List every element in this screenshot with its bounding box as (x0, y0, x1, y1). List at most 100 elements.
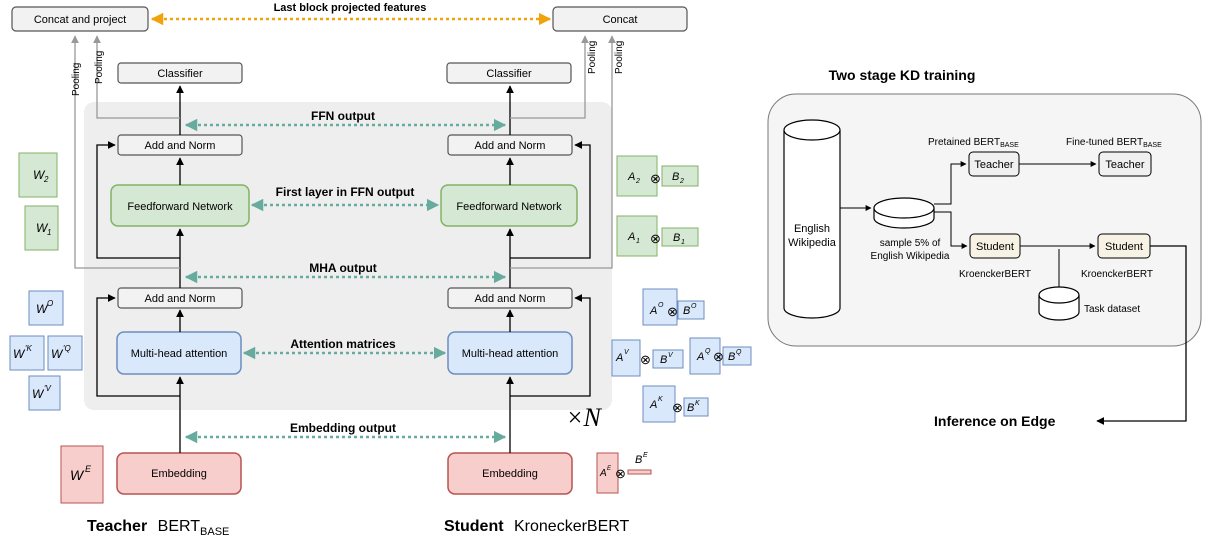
ak-factor (642, 385, 676, 423)
svg-text:B: B (683, 305, 690, 317)
w2-matrix (18, 152, 58, 198)
concat-project-box (11, 6, 149, 32)
wo-matrix (28, 290, 64, 326)
ffn-output-label: FFN output (311, 109, 375, 123)
first-layer-label: First layer in FFN output (276, 185, 415, 199)
student-caption: Student KroneckerBERT (444, 518, 630, 535)
svg-text:2: 2 (43, 175, 49, 184)
student-mha-label: Multi-head attention (462, 348, 559, 360)
kd-teacher-pretrained-label: Teacher (974, 159, 1013, 171)
student-addnorm-top-label: Add and Norm (475, 140, 546, 152)
distillation-links (184, 118, 507, 444)
teacher-embedding-box (116, 452, 242, 495)
svg-text:V: V (668, 352, 674, 359)
teacher-pooling-label-1: Pooling (71, 63, 82, 96)
svg-text:W: W (33, 168, 46, 182)
wv-matrix (28, 375, 61, 411)
kd-teacher-finetuned (1098, 151, 1152, 177)
concat-box (552, 6, 688, 32)
teacher-classifier-box (117, 62, 243, 84)
bv-factor (652, 349, 684, 369)
svg-text:⊗: ⊗ (667, 304, 678, 319)
student-classifier-label: Classifier (486, 68, 532, 80)
student-pooling-label-2: Pooling (614, 41, 625, 74)
be-factor (627, 469, 652, 475)
svg-text:′Q: ′Q (63, 344, 71, 353)
teacher-embedding-label: Embedding (151, 468, 207, 480)
svg-text:2: 2 (679, 178, 684, 185)
attention-label: Attention matrices (290, 337, 396, 351)
wikipedia-label-2: Wikipedia (788, 237, 837, 249)
svg-text:W: W (70, 467, 85, 483)
student-ffn-label: Feedforward Network (456, 201, 562, 213)
embedding-output-label: Embedding output (290, 421, 396, 435)
student-pooling-label-1: Pooling (587, 41, 598, 74)
svg-text:′K: ′K (25, 344, 33, 353)
wikipedia-cylinder (783, 119, 841, 319)
teacher-ffn-label: Feedforward Network (127, 201, 233, 213)
kd-title: Two stage KD training (829, 67, 976, 83)
b1-factor (661, 227, 699, 247)
sample-label-2: English Wikipedia (871, 251, 950, 262)
svg-text:⊗: ⊗ (650, 231, 661, 246)
concat-project-label: Concat and project (34, 14, 126, 26)
bo-factor (677, 300, 705, 320)
student-weights: A 2 ⊗ B 2 A 1 ⊗ B 1 A O ⊗ B O A V ⊗ B V … (596, 155, 752, 494)
kd-student-stage1-label: Student (976, 241, 1014, 253)
svg-text:O: O (47, 299, 53, 308)
svg-text:1: 1 (681, 239, 685, 246)
svg-text:A: A (615, 352, 623, 364)
svg-text:A: A (599, 468, 607, 479)
student-addnorm-bottom-label: Add and Norm (475, 293, 546, 305)
kd-student-stage2-label: Student (1105, 241, 1143, 253)
wikipedia-label-1: English (794, 223, 830, 235)
task-dataset-disk (1038, 286, 1080, 321)
w1-matrix (24, 205, 59, 251)
ao-factor (642, 288, 678, 326)
student-ffn-box (440, 184, 578, 227)
concat-label: Concat (603, 14, 638, 26)
svg-text:O: O (658, 302, 664, 309)
svg-text:2: 2 (635, 178, 640, 185)
b2-factor (661, 165, 699, 187)
wq-matrix (47, 335, 83, 371)
svg-text:Q: Q (736, 349, 742, 356)
teacher-weights: W 2 W 1 W O W ′K W ′Q W ′V W E (9, 152, 104, 504)
svg-text:E: E (85, 464, 92, 474)
svg-text:A: A (627, 171, 635, 183)
svg-text:B: B (673, 232, 680, 244)
svg-text:⊗: ⊗ (640, 352, 651, 367)
student-flow-arrows (506, 85, 591, 453)
svg-text:1: 1 (47, 228, 51, 237)
svg-text:E: E (643, 452, 648, 459)
task-dataset-label: Task dataset (1084, 304, 1140, 315)
inference-label: Inference on Edge (934, 413, 1056, 429)
svg-text:⊗: ⊗ (713, 349, 724, 364)
svg-text:B: B (660, 354, 667, 366)
svg-text:⊗: ⊗ (615, 466, 626, 481)
teacher-caption: Teacher BERTBASE (87, 518, 229, 538)
kd-teacher-finetuned-label: Teacher (1105, 159, 1144, 171)
teacher-addnorm-top-label: Add and Norm (145, 140, 216, 152)
svg-text:B: B (672, 171, 679, 183)
student-classifier-box (446, 62, 572, 84)
teacher-flow-arrows (96, 85, 184, 453)
sample-disk (873, 197, 935, 229)
mha-output-label: MHA output (309, 261, 377, 275)
svg-text:K: K (658, 396, 663, 403)
svg-text:E: E (607, 466, 612, 472)
we-matrix (60, 445, 104, 504)
svg-text:Q: Q (705, 348, 711, 355)
teacher-pooling-lines (71, 35, 180, 269)
svg-text:W: W (13, 347, 26, 361)
bk-factor (683, 397, 709, 417)
teacher-classifier-label: Classifier (157, 68, 203, 80)
teacher-mha-box (116, 331, 242, 375)
svg-text:⊗: ⊗ (672, 400, 683, 415)
student-embedding-label: Embedding (482, 468, 538, 480)
wk-matrix (9, 335, 45, 371)
kd-panel (767, 93, 1202, 347)
teacher-pooling-label-2: Pooling (94, 51, 105, 84)
finetuned-label: Fine-tuned BERTBASE (1066, 137, 1162, 149)
